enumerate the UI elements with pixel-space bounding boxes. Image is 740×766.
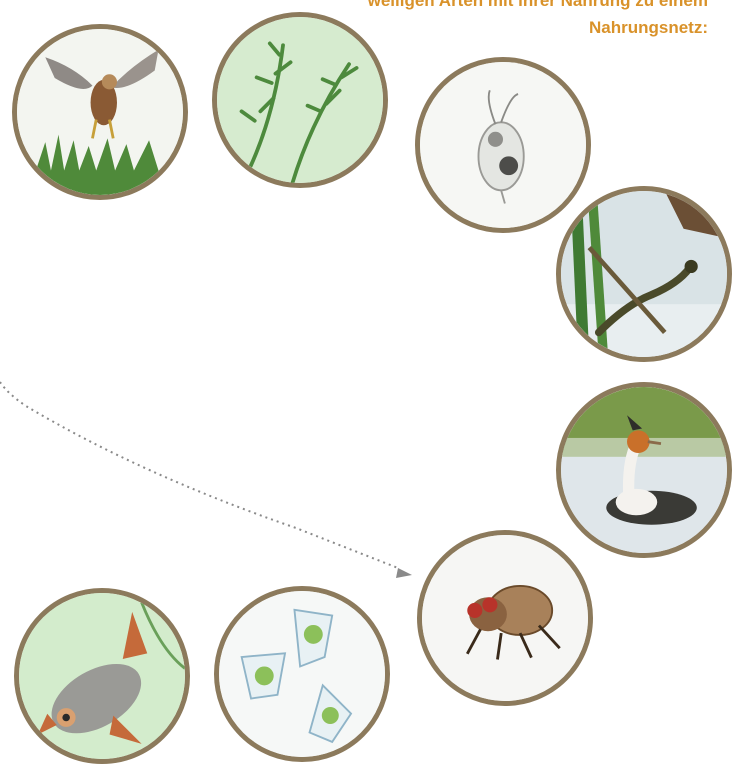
roach-fish-icon [19,593,185,759]
species-card-grass-snake[interactable] [556,186,732,362]
species-card-fly[interactable] [417,530,593,706]
waterweed-icon [217,17,383,183]
fly-icon [422,535,588,701]
species-card-marsh-harrier[interactable] [12,24,188,200]
species-card-roach-fish[interactable] [14,588,190,764]
species-card-waterweed[interactable] [212,12,388,188]
grass-snake-icon [561,191,727,357]
marsh-harrier-icon [17,29,183,195]
instruction-line-1: weiligen Arten mit ihrer Nahrung zu eine… [368,0,708,11]
great-crested-grebe-icon [561,387,727,553]
species-card-great-crested-grebe[interactable] [556,382,732,558]
arrow-head-icon [396,568,412,578]
species-card-algae[interactable] [214,586,390,762]
species-card-water-flea[interactable] [415,57,591,233]
algae-icon [219,591,385,757]
water-flea-icon [420,62,586,228]
instruction-line-2: Nahrungsnetz: [589,18,708,38]
